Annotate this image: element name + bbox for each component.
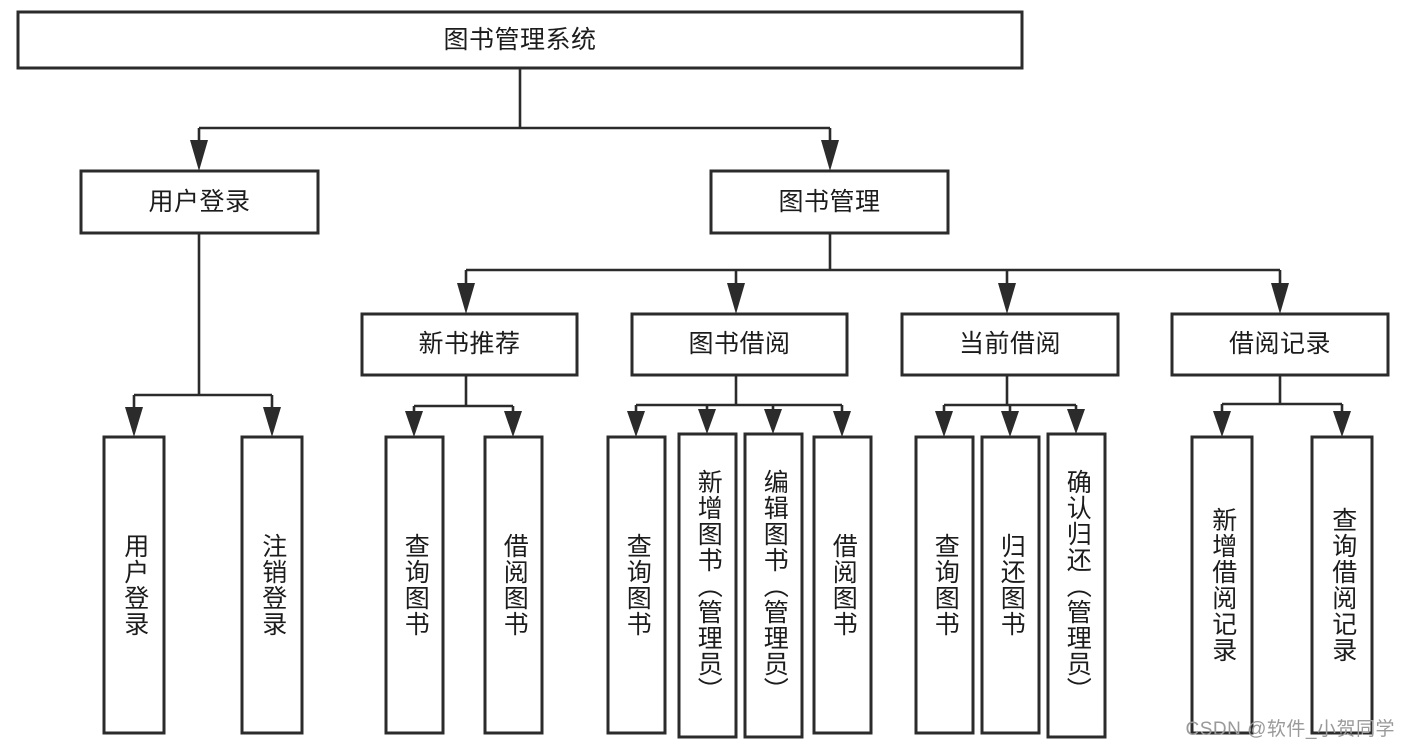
- connector-bookborrow-to-leaves: [627, 375, 851, 437]
- arrow-head-icon: [1001, 411, 1019, 437]
- arrow-head-icon: [1333, 411, 1351, 437]
- node-box-leaf-add-borrow-record[interactable]: [1190, 435, 1254, 735]
- connector-root-to-level2: [190, 68, 839, 171]
- node-box-leaf-query-book-3[interactable]: [914, 435, 975, 735]
- arrow-head-icon: [998, 283, 1016, 314]
- arrow-head-icon: [821, 140, 839, 171]
- node-box-leaf-user-login[interactable]: [102, 435, 166, 735]
- arrow-head-icon: [764, 409, 782, 434]
- node-box-leaf-query-borrow-record[interactable]: [1310, 435, 1374, 735]
- node-box-leaf-query-book-1[interactable]: [384, 435, 445, 735]
- connector-currentborrow-to-leaves: [935, 375, 1085, 437]
- arrow-head-icon: [727, 283, 745, 314]
- arrow-head-icon: [504, 411, 522, 437]
- node-box-book-borrow[interactable]: [630, 312, 849, 377]
- connector-bookmgmt-to-level3: [457, 233, 1289, 314]
- arrow-head-icon: [190, 140, 208, 171]
- arrow-head-icon: [1271, 283, 1289, 314]
- arrow-head-icon: [1067, 409, 1085, 434]
- arrow-head-icon: [405, 411, 423, 437]
- node-box-new-book-recommend[interactable]: [360, 312, 579, 377]
- node-box-leaf-logout-login[interactable]: [240, 435, 304, 735]
- arrow-head-icon: [833, 411, 851, 437]
- arrow-head-icon: [457, 283, 475, 314]
- node-box-leaf-add-book-admin[interactable]: [677, 432, 738, 739]
- arrow-head-icon: [627, 411, 645, 437]
- node-box-leaf-confirm-return-admin[interactable]: [1046, 432, 1107, 739]
- arrow-head-icon: [1213, 411, 1231, 437]
- arrow-head-icon: [935, 411, 953, 437]
- node-box-leaf-return-book[interactable]: [980, 435, 1041, 735]
- node-box-leaf-borrow-book-2[interactable]: [812, 435, 873, 735]
- node-box-current-borrow[interactable]: [900, 312, 1120, 377]
- node-box-leaf-query-book-2[interactable]: [606, 435, 667, 735]
- node-box-root[interactable]: [16, 10, 1024, 70]
- node-box-user-login[interactable]: [79, 169, 320, 235]
- node-box-book-management[interactable]: [709, 169, 950, 235]
- node-box-borrow-record[interactable]: [1170, 312, 1390, 377]
- arrow-head-icon: [263, 407, 281, 437]
- connector-borrowrecord-to-leaves: [1213, 375, 1351, 437]
- arrow-head-icon: [125, 407, 143, 437]
- node-box-leaf-borrow-book-1[interactable]: [483, 435, 544, 735]
- connector-userlogin-to-leaves: [125, 233, 281, 437]
- connector-newbook-to-leaves: [405, 375, 522, 437]
- node-box-leaf-edit-book-admin[interactable]: [743, 432, 804, 739]
- arrow-head-icon: [698, 409, 716, 434]
